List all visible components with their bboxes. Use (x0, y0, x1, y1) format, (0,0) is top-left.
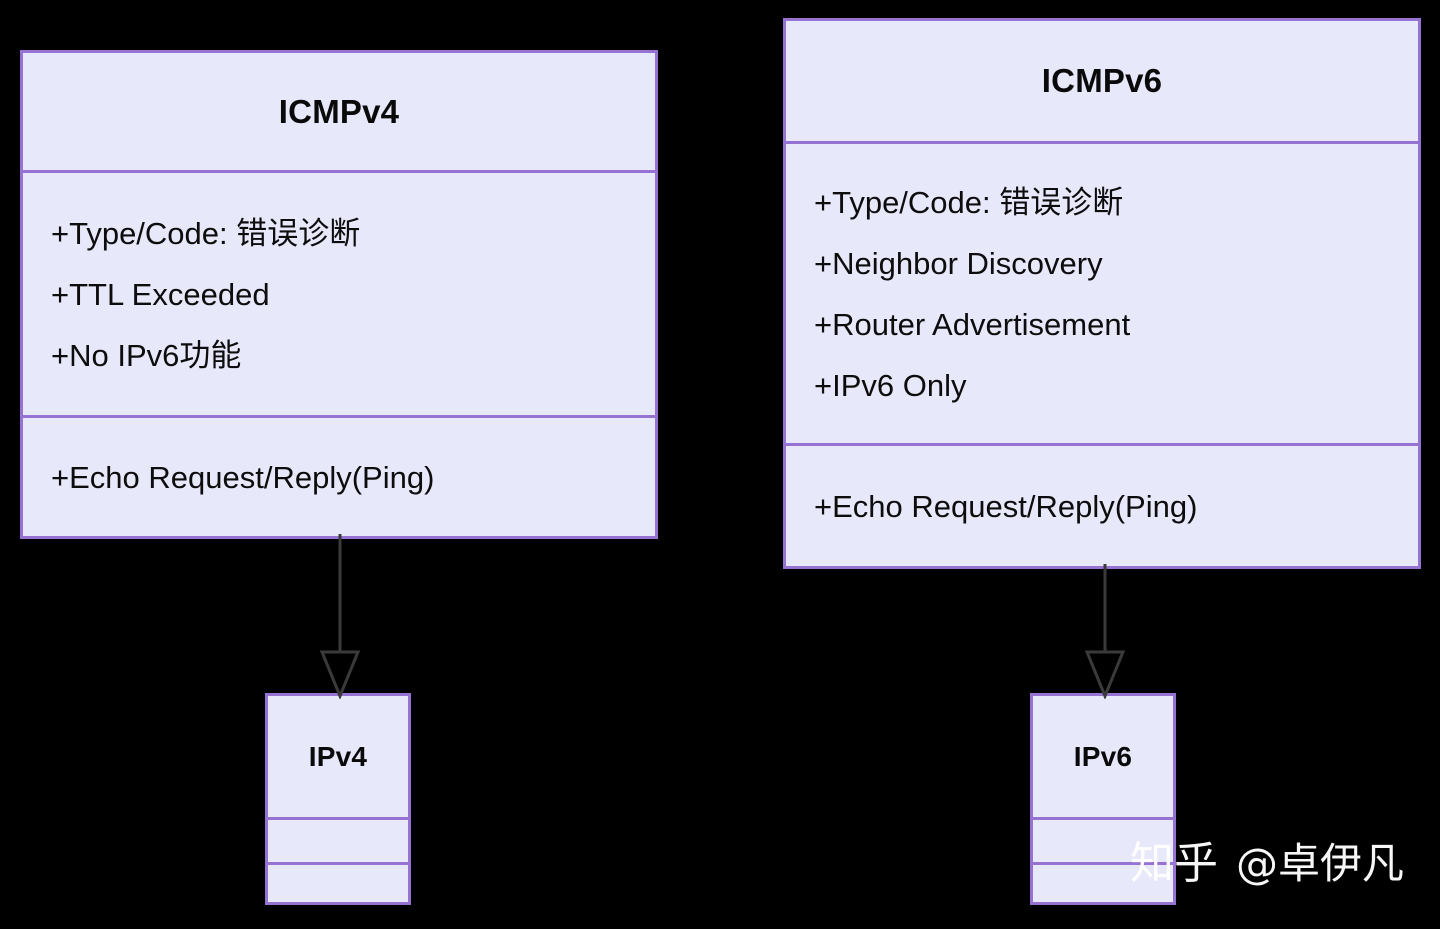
class-box-ipv6[interactable]: IPv6 (1030, 693, 1176, 905)
class-title-compartment-ipv4: IPv4 (268, 696, 408, 817)
class-title-compartment-icmpv6: ICMPv6 (786, 21, 1418, 141)
class-attribute: +TTL Exceeded (51, 276, 270, 312)
class-name-icmpv4: ICMPv4 (278, 92, 400, 130)
class-box-ipv4[interactable]: IPv4 (265, 693, 411, 905)
class-name-ipv4: IPv4 (308, 740, 368, 772)
class-attributes-compartment-ipv4 (268, 817, 408, 862)
class-operations-compartment-ipv4 (268, 862, 408, 902)
generalization-arrow-icmpv4-to-ipv4 (319, 534, 361, 699)
class-operations-compartment-icmpv6: +Echo Request/Reply(Ping) (786, 443, 1418, 566)
class-name-icmpv6: ICMPv6 (1041, 62, 1163, 99)
class-attribute: +IPv6 Only (814, 367, 967, 403)
watermark: 知乎 @卓伊凡 (1130, 827, 1404, 891)
class-attribute: +Type/Code: 错误诊断 (51, 215, 361, 251)
class-attributes-compartment-ipv6 (1033, 817, 1173, 862)
class-box-icmpv4[interactable]: ICMPv4 +Type/Code: 错误诊断 +TTL Exceeded +N… (20, 50, 658, 539)
class-attribute: +Neighbor Discovery (814, 245, 1103, 281)
class-attributes-compartment-icmpv4: +Type/Code: 错误诊断 +TTL Exceeded +No IPv6功… (23, 170, 655, 415)
generalization-arrow-icmpv6-to-ipv6 (1084, 564, 1126, 699)
class-title-compartment-icmpv4: ICMPv4 (23, 53, 655, 170)
class-attribute: +No IPv6功能 (51, 337, 242, 373)
class-operation: +Echo Request/Reply(Ping) (51, 459, 435, 495)
watermark-username: @卓伊凡 (1235, 839, 1404, 888)
class-name-ipv6: IPv6 (1073, 740, 1133, 772)
class-attribute: +Router Advertisement (814, 306, 1131, 342)
class-operation: +Echo Request/Reply(Ping) (814, 488, 1198, 524)
class-attributes-compartment-icmpv6: +Type/Code: 错误诊断 +Neighbor Discovery +Ro… (786, 141, 1418, 443)
class-box-icmpv6[interactable]: ICMPv6 +Type/Code: 错误诊断 +Neighbor Discov… (783, 18, 1421, 569)
class-title-compartment-ipv6: IPv6 (1033, 696, 1173, 817)
class-operations-compartment-ipv6 (1033, 862, 1173, 902)
class-attribute: +Type/Code: 错误诊断 (814, 184, 1124, 220)
class-operations-compartment-icmpv4: +Echo Request/Reply(Ping) (23, 415, 655, 536)
watermark-brand: 知乎 (1129, 838, 1218, 889)
